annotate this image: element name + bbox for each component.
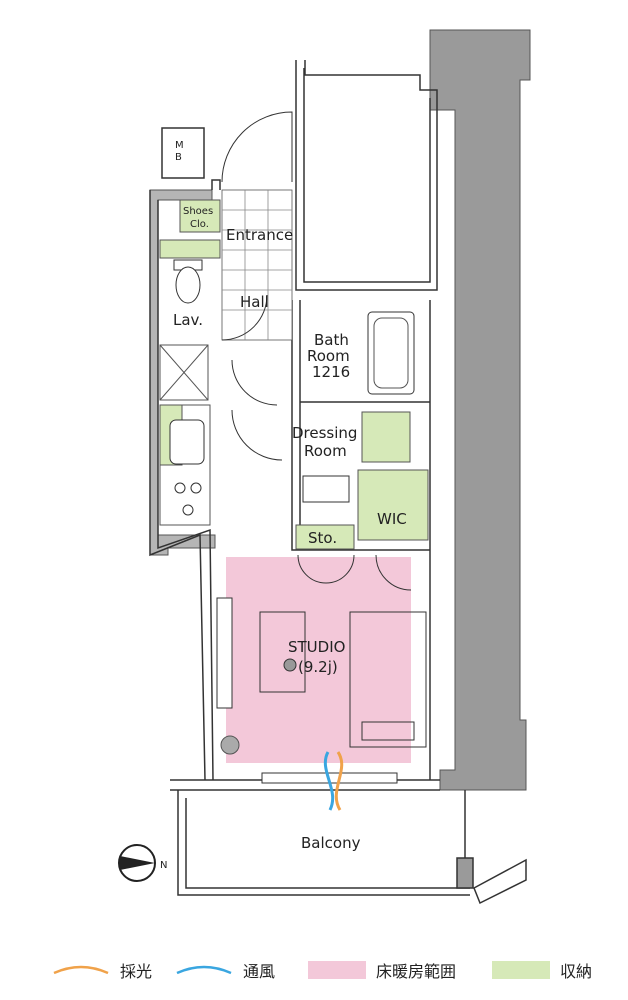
green-swatch-icon [492,961,550,979]
walk-in-closet [357,469,429,541]
wic-label: WIC [377,510,407,528]
bath-label-2: Room [307,347,350,365]
lav-label: Lav. [173,311,203,329]
washer [302,475,350,503]
tv-board [216,597,233,709]
shoes-closet [179,199,221,233]
lav-storage [159,239,221,259]
lav-door[interactable] [221,294,268,341]
legend-item-ventilation: 通風 [175,955,275,985]
plant-icon [220,735,240,755]
structural-wall-left [149,189,216,556]
legend-item-floor-heating: 床暖房範囲 [308,955,456,985]
bath-label-3: 1216 [312,363,350,381]
dressing-label-2: Room [304,442,347,460]
legend-label-light: 採光 [120,962,153,981]
legend-item-light: 採光 [52,955,152,985]
studio-door-right[interactable] [325,554,355,584]
hall-door[interactable] [231,359,278,406]
shoes-label-1: Shoes [183,206,213,217]
structural-wall [429,29,531,791]
wic-door[interactable] [375,554,412,591]
light-arc-icon [334,751,344,811]
ceiling-light-icon [283,658,297,672]
legend-item-storage: 収納 [492,955,592,985]
mb-label-m: M [175,140,184,151]
legend: 採光 通風 床暖房範囲 収納 [0,955,628,985]
dressing-label-1: Dressing [292,424,357,442]
balcony-outline [177,790,527,905]
pantry-box [159,344,209,401]
table [259,611,306,693]
meter-box [161,127,205,179]
compass-label: N [160,860,167,871]
toilet-bowl [175,266,201,304]
studio-door-left[interactable] [297,554,327,584]
orange-arc-icon [53,965,109,975]
studio-label-2: (9.2j) [298,658,338,676]
pink-swatch-icon [308,961,366,979]
kitchen-sink [169,419,205,465]
shoes-label-2: Clo. [190,219,209,230]
entrance-floor [221,189,293,341]
dressing-storage [361,411,411,463]
stove-icon [174,482,202,516]
sto-label: Sto. [308,529,337,547]
floor-heating-area [226,557,411,763]
dressing-door[interactable] [231,409,283,461]
entrance-label: Entrance [226,226,293,244]
blue-arc-icon [176,965,232,975]
hall-label: Hall [240,293,269,311]
legend-label-storage: 収納 [560,962,593,981]
entrance-door[interactable] [221,111,293,183]
vent-arc-icon [323,751,335,811]
storage-closet [295,524,355,550]
legend-label-ventilation: 通風 [243,962,276,981]
bath-label-1: Bath [314,331,349,349]
mb-label-b: B [175,152,182,163]
legend-label-floor-heating: 床暖房範囲 [376,962,457,981]
studio-label-1: STUDIO [288,638,345,656]
balcony-label: Balcony [301,834,361,852]
north-compass-icon [118,844,156,882]
bed [349,611,427,748]
